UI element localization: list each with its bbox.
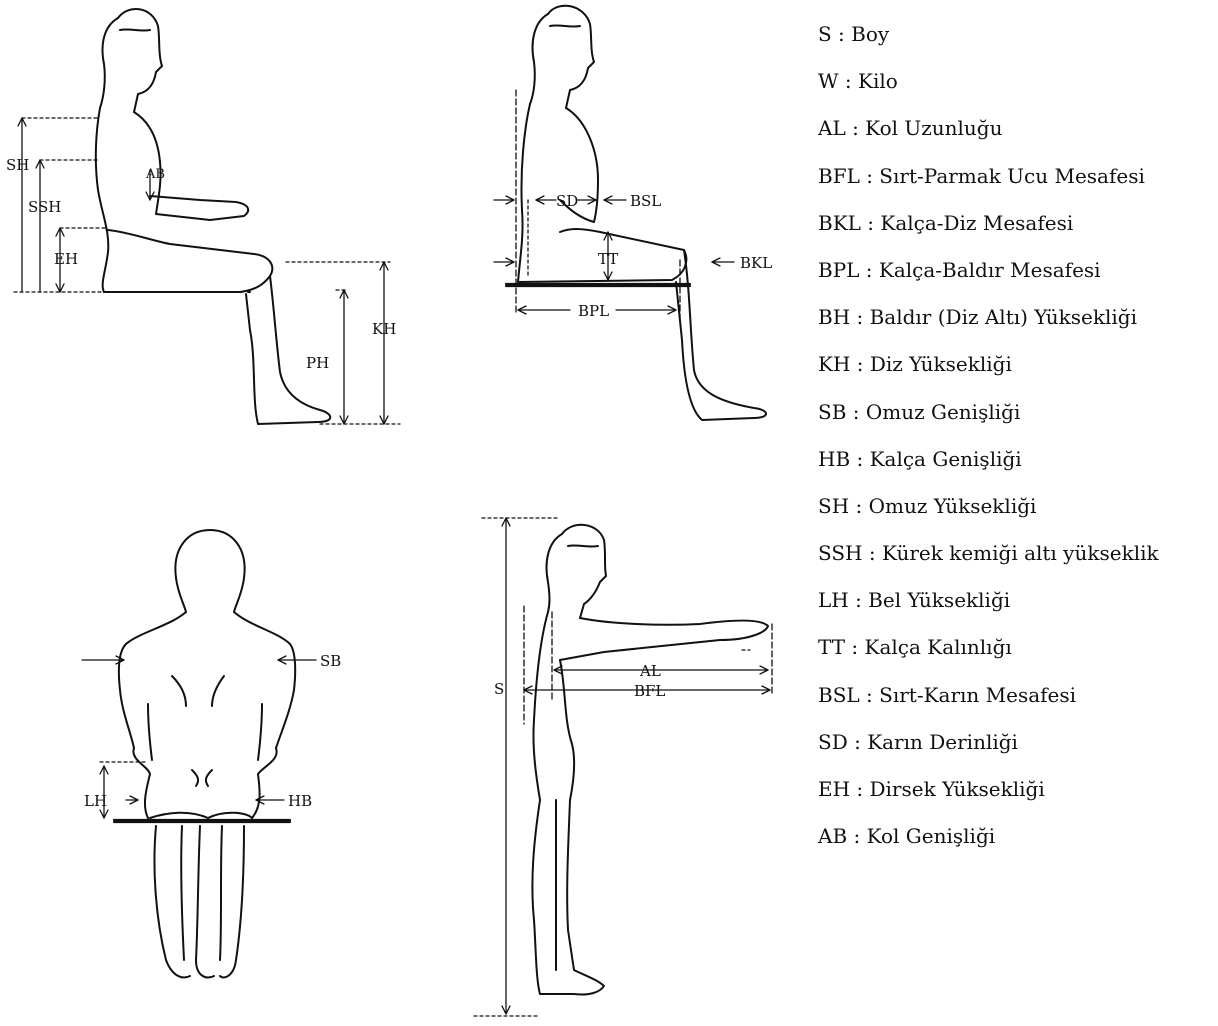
figure-side-sitting: SH SSH AB EH PH KH: [6, 9, 400, 424]
label-BPL: BPL: [578, 302, 609, 320]
legend-item-HB: HB : Kalça Genişliği: [818, 449, 1213, 496]
label-PH: PH: [306, 354, 329, 372]
legend-item-SD: SD : Karın Derinliği: [818, 732, 1213, 779]
label-LH: LH: [84, 792, 107, 810]
seated-person-outline-1: [96, 9, 330, 424]
legend-item-SSH: SSH : Kürek kemiği altı yükseklik: [818, 543, 1213, 590]
legend-item-SB: SB : Omuz Genişliği: [818, 402, 1213, 449]
legend-item-SH: SH : Omuz Yüksekliği: [818, 496, 1213, 543]
legend-item-EH: EH : Dirsek Yüksekliği: [818, 779, 1213, 826]
legend-item-AB: AB : Kol Genişliği: [818, 826, 1213, 873]
legend-item-LH: LH : Bel Yüksekliği: [818, 590, 1213, 637]
label-BFL: BFL: [634, 682, 665, 700]
seat-platform-3: [114, 820, 290, 822]
measurement-lines-1: [14, 118, 400, 424]
label-BKL: BKL: [740, 254, 772, 272]
label-BSL: BSL: [630, 192, 661, 210]
label-SH: SH: [6, 156, 29, 174]
legend-item-AL: AL : Kol Uzunluğu: [818, 118, 1213, 165]
legend-item-BH: BH : Baldır (Diz Altı) Yüksekliği: [818, 307, 1213, 354]
measurement-lines-4: [474, 518, 772, 1016]
standing-person-outline: [532, 525, 768, 995]
label-SD: SD: [556, 192, 578, 210]
legend-item-BSL: BSL : Sırt-Karın Mesafesi: [818, 685, 1213, 732]
label-AL: AL: [639, 662, 661, 680]
figure-side-sitting-depth: SD BSL TT BKL BPL: [494, 6, 772, 420]
legend-item-KH: KH : Diz Yüksekliği: [818, 354, 1213, 401]
label-KH: KH: [372, 320, 396, 338]
figure-back-sitting: SB LH HB: [82, 530, 341, 977]
label-TT: TT: [598, 250, 618, 268]
label-S: S: [494, 680, 504, 698]
label-SSH: SSH: [28, 198, 61, 216]
legend-item-W: W : Kilo: [818, 71, 1213, 118]
label-EH: EH: [54, 250, 78, 268]
seat-platform-2: [506, 284, 690, 286]
seated-person-outline-3: [119, 530, 295, 977]
legend-item-BKL: BKL : Kalça-Diz Mesafesi: [818, 213, 1213, 260]
legend: S : Boy W : Kilo AL : Kol Uzunluğu BFL :…: [818, 24, 1213, 873]
legend-item-BFL: BFL : Sırt-Parmak Ucu Mesafesi: [818, 166, 1213, 213]
seated-person-outline-2: [518, 6, 766, 420]
figure-standing: S AL BFL: [474, 518, 772, 1016]
legend-item-TT: TT : Kalça Kalınlığı: [818, 637, 1213, 684]
label-SB: SB: [320, 652, 341, 670]
label-AB: AB: [145, 167, 165, 182]
label-HB: HB: [288, 792, 312, 810]
legend-item-S: S : Boy: [818, 24, 1213, 71]
legend-item-BPL: BPL : Kalça-Baldır Mesafesi: [818, 260, 1213, 307]
